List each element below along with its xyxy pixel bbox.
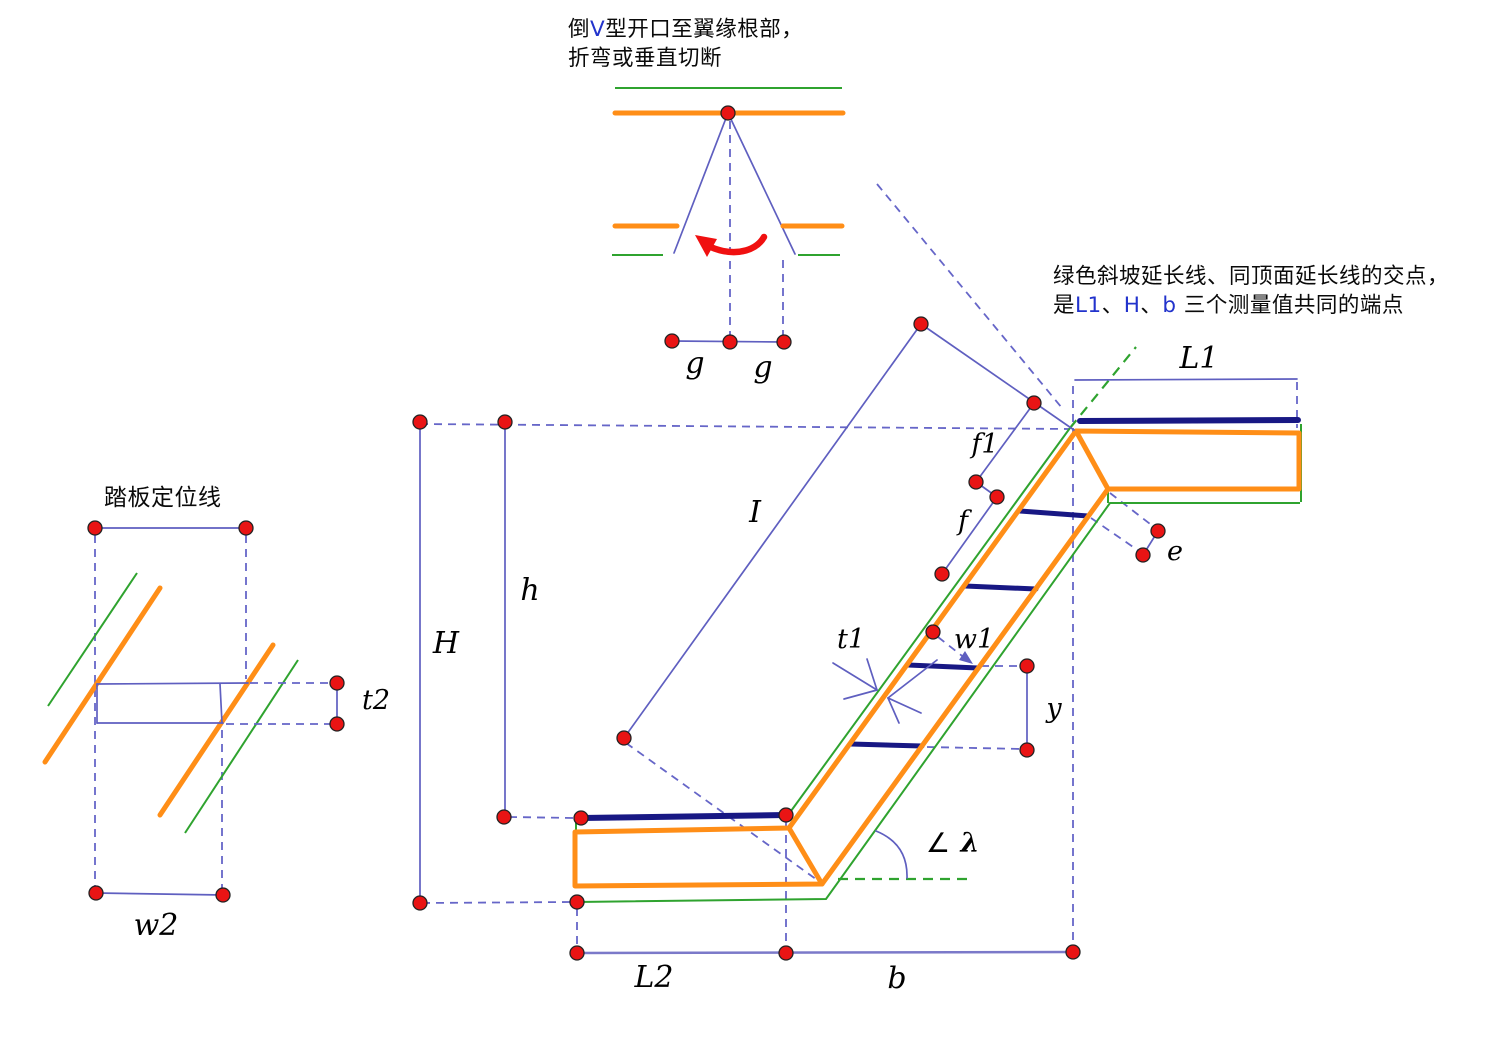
v-cut-detail [612,87,846,343]
green-slope-extension-dashed [1069,346,1137,429]
label-w1: w1 [954,624,994,655]
label-L1: L1 [1178,341,1218,376]
label-e: e [1167,536,1183,567]
fold-arrowhead-icon [695,235,717,257]
label-y: y [1045,693,1062,724]
measurement-lines [419,323,1298,955]
v-cut-fold-line-top [1073,428,1111,492]
angle-symbol: ∠ [926,828,950,859]
label-g-left: g [685,346,704,381]
L1-measure-line [1074,378,1298,381]
measurement-labels: L1 H h I f1 f e t1 w1 y L2 b t2 w2 g g ∠… [134,341,1219,996]
label-t2: t2 [362,685,390,716]
f1-measure-line [975,402,1035,483]
I-measure-line [623,323,922,739]
t1-callout [832,658,938,724]
label-f: f [956,506,972,537]
label-I: I [748,495,762,530]
v-cut-note-line1: 倒V型开口至翼缘根部， [568,17,803,42]
label-w2: w2 [134,908,179,943]
label-f1: f1 [969,429,998,460]
label-h: h [520,573,539,608]
label-lambda: λ [960,828,980,859]
apex-note-line2: 是L1、H、b 三个测量值共同的端点 [1053,293,1404,318]
tread-locating-title: 踏板定位线 [104,485,222,511]
navy-tread-lines [578,417,1301,821]
L2-b-measure-line [575,950,1075,955]
apex-note-line1: 绿色斜坡延长线、同顶面延长线的交点， [1053,264,1449,289]
label-t1: t1 [837,624,865,655]
v-cut-fold-line-bottom [786,825,825,887]
label-b: b [887,961,906,996]
label-g-right: g [753,350,772,385]
tread-locating-detail [42,527,338,896]
orange-stringer-outline [572,428,1302,889]
w1-pointer-dashed [937,636,967,660]
v-cut-note-line2: 折弯或垂直切断 [568,46,722,71]
label-H: H [432,626,460,661]
annotations: 倒V型开口至翼缘根部， 折弯或垂直切断 绿色斜坡延长线、同顶面延长线的交点， 是… [104,17,1449,511]
label-L2: L2 [633,960,673,995]
lambda-angle-arc [875,830,908,879]
f-measure-line [941,496,998,575]
w1-arrowhead-icon [959,651,973,664]
endpoint-dots [87,105,1166,961]
